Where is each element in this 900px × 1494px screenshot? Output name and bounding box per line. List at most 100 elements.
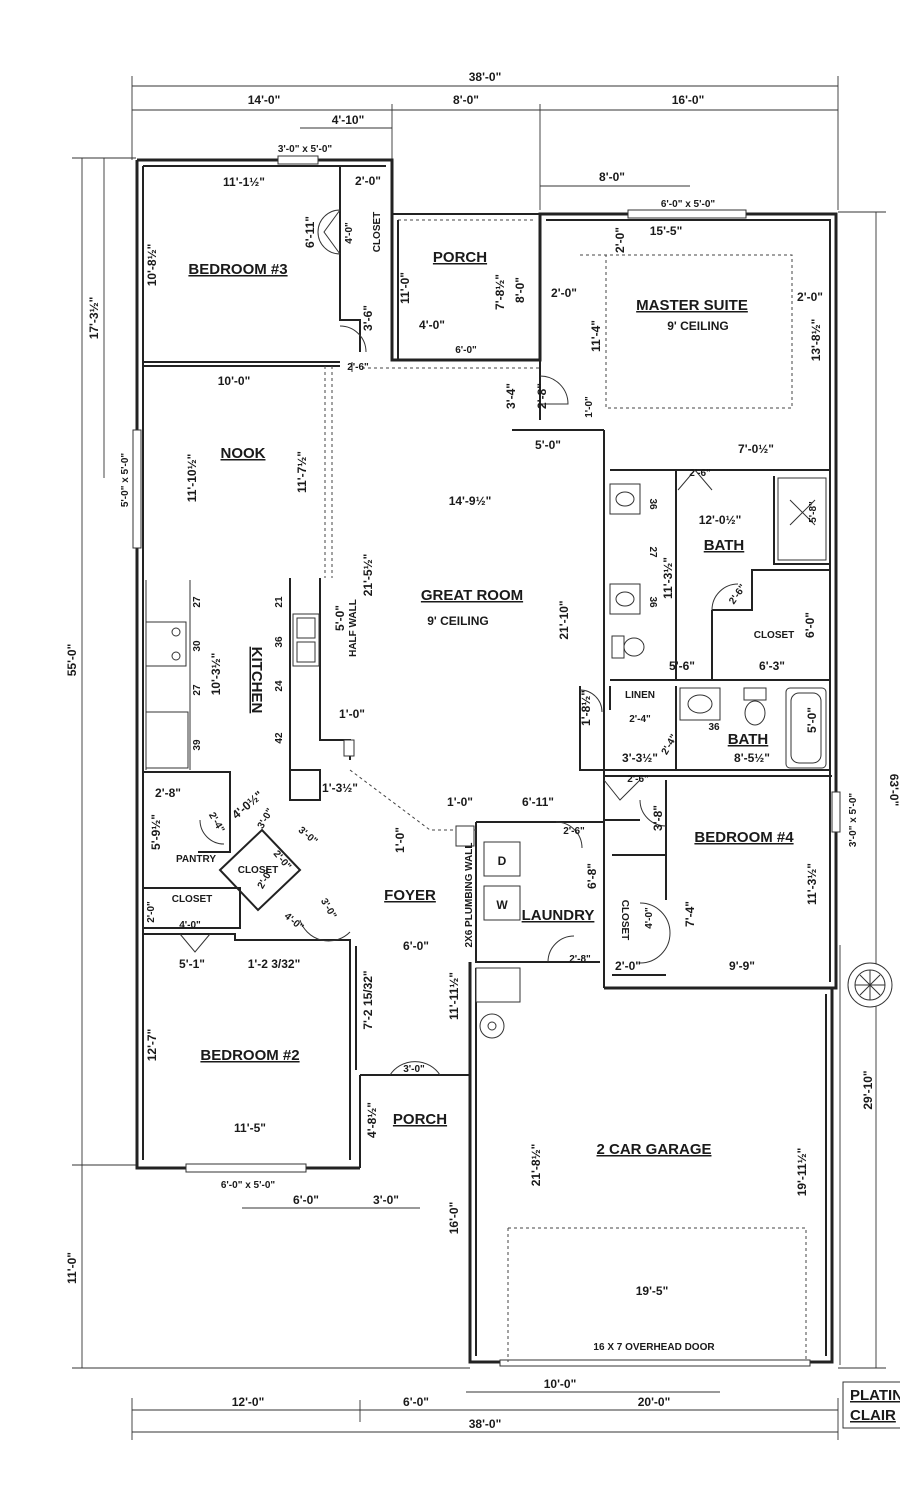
- dim-kitchen-21: 21: [274, 596, 285, 608]
- dim-bath-36-b: 36: [647, 596, 658, 608]
- dim-window-master: 6'-0" x 5'-0": [661, 199, 716, 210]
- dim-nook-height-2: 11'-7½": [295, 451, 309, 493]
- dim-top-a: 14'-0": [248, 93, 281, 107]
- label-bath2: BATH: [728, 731, 769, 748]
- dim-kitchen-5-0: 5'-0": [333, 605, 347, 631]
- dim-7-0: 7'-0½": [738, 442, 774, 456]
- dim-8-0-top: 8'-0": [599, 170, 625, 184]
- dim-kitchen-height: 10'-3½": [209, 653, 223, 696]
- dim-b4-height: 11'-3½": [805, 863, 819, 905]
- dim-right-63: 63'-0": [887, 774, 900, 807]
- label-foyer: FOYER: [384, 887, 436, 904]
- dim-bedroom2-height: 12'-7": [145, 1029, 159, 1062]
- post: [343, 739, 355, 757]
- refrigerator: [145, 711, 189, 769]
- dim-porch-front-3-0: 3'-0": [403, 1064, 425, 1075]
- label-porch-front: PORCH: [393, 1111, 447, 1128]
- dim-bath-height: 11'-3½": [661, 557, 675, 599]
- label-bedroom3: BEDROOM #3: [188, 261, 287, 278]
- dim-porch-6-0: 6'-0": [455, 345, 477, 356]
- dim-bottom-10: 10'-0": [544, 1377, 577, 1391]
- label-nook: NOOK: [221, 445, 266, 462]
- label-washer: W: [496, 898, 508, 912]
- dim-3-4: 3'-4": [504, 383, 518, 409]
- dim-b4-4-0: 4'-0": [644, 907, 655, 929]
- label-pantry: PANTRY: [176, 854, 216, 865]
- dim-kitchen-27-a: 27: [192, 596, 203, 608]
- window-bedroom3: [277, 155, 319, 165]
- dim-left-55: 55'-0": [65, 644, 79, 677]
- dim-great-height-2: 21'-10": [557, 600, 571, 639]
- open-boundaries: [324, 254, 807, 1362]
- dim-bedroom3-height: 10'-8½": [145, 244, 159, 287]
- dim-b4-3-8: 3'-8": [651, 805, 665, 831]
- dim-garage-width: 19'-5": [636, 1284, 669, 1298]
- dim-kitchen-39: 39: [192, 739, 203, 751]
- dim-bath2-width: 8'-5½": [734, 751, 770, 765]
- dim-kitchen-42: 42: [274, 732, 285, 744]
- dim-2-6-a: 2'-6": [347, 362, 369, 373]
- dim-foyer-6-0: 6'-0": [403, 939, 429, 953]
- dim-bottom-6: 6'-0": [403, 1395, 429, 1409]
- dim-great-width: 14'-9½": [449, 494, 492, 508]
- label-porch-rear: PORCH: [433, 249, 487, 266]
- bath2-toilet: [743, 687, 767, 701]
- room-labels: BEDROOM #3 PORCH MASTER SUITE 9' CEILING…: [172, 212, 795, 1353]
- window-nook: [132, 429, 142, 549]
- label-dryer: D: [498, 854, 507, 868]
- dim-bottom-6-0-a: 6'-0": [293, 1193, 319, 1207]
- dim-master-2-0-b: 2'-0": [551, 286, 577, 300]
- dim-kitchen-24: 24: [274, 680, 285, 692]
- dim-laundry-2-8: 2'-8": [569, 954, 591, 965]
- label-garage: 2 CAR GARAGE: [596, 1141, 711, 1158]
- label-laundry: LAUNDRY: [522, 907, 595, 924]
- master-sink-1: [609, 483, 641, 515]
- label-half-wall: HALF WALL: [348, 599, 359, 657]
- dim-5-0: 5'-0": [535, 438, 561, 452]
- dim-b3-closet-door: 4'-0": [344, 222, 355, 244]
- dim-foyer-2-6: 2'-6": [563, 826, 585, 837]
- dim-closet-4-0: 4'-0": [179, 920, 201, 931]
- label-garage-door: 16 X 7 OVERHEAD DOOR: [593, 1342, 715, 1353]
- label-closet-bed3: CLOSET: [372, 212, 383, 253]
- dim-3-6: 3'-6": [361, 305, 375, 331]
- dim-pantry-5-9: 5'-9½": [149, 814, 163, 850]
- label-closet-bed2: CLOSET: [172, 894, 213, 905]
- dim-foyer-7-2: 7'-2 15/32": [361, 970, 375, 1029]
- dim-bath2-36: 36: [708, 722, 720, 733]
- dim-porch-height-2: 7'-8½": [493, 274, 507, 310]
- range: [145, 621, 187, 667]
- dim-b4-7-4: 7'-4": [683, 901, 697, 927]
- dim-kitchen-27-b: 27: [192, 684, 203, 696]
- dryer: [483, 841, 521, 877]
- overhead-door-track: [499, 1359, 811, 1367]
- dim-bath-6-3: 6'-3": [759, 659, 785, 673]
- dim-left-17: 17'-3½": [87, 297, 101, 340]
- dim-foyer-11-11: 11'-11½": [447, 972, 461, 1020]
- label-bath-master: BATH: [704, 537, 745, 554]
- dim-nook-height: 11'-10½": [185, 454, 199, 503]
- dim-kitchen-30: 30: [192, 640, 203, 652]
- dim-2-6-b: 2'-6": [689, 468, 711, 479]
- doors: [179, 209, 739, 1076]
- dim-porch-8-0: 8'-0": [513, 277, 527, 303]
- dim-porch-front-4-8: 4'-8½": [365, 1102, 379, 1138]
- dim-2-8-a: 2'-8": [535, 383, 549, 409]
- bath2-sink: [679, 687, 721, 721]
- title-block-frame: [842, 1381, 900, 1429]
- dim-porch-4-0: 4'-0": [419, 318, 445, 332]
- title-line-1: PLATIN: [850, 1387, 900, 1404]
- dim-window-bedroom4: 3'-0" x 5'-0": [848, 793, 859, 848]
- dim-foyer-1-0-a: 1'-0": [393, 827, 407, 853]
- dim-1-3: 1'-3½": [322, 781, 358, 795]
- label-great-ceiling: 9' CEILING: [427, 614, 489, 628]
- dim-bedroom2-1-2: 1'-2 3/32": [248, 957, 301, 971]
- dim-bath-5-8: 5'-8": [808, 501, 819, 523]
- title-block: PLATIN CLAIR: [842, 1381, 900, 1429]
- dim-bath-6-0: 6'-0": [803, 612, 817, 638]
- dim-garage-height-2: 19'-11½": [795, 1148, 809, 1197]
- dim-master-height-2: 13'-8½": [809, 319, 823, 362]
- dim-closet-2-0: 2'-0": [146, 901, 157, 923]
- dim-1-0: 1'-0": [584, 396, 595, 418]
- label-closet-pantry: CLOSET: [238, 865, 279, 876]
